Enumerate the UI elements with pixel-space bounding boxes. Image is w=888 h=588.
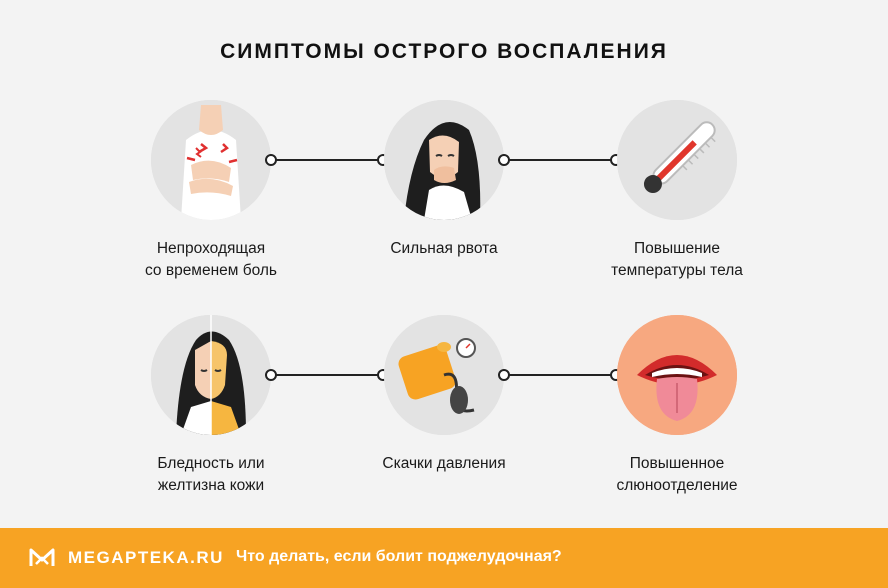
thermometer-icon [617, 100, 737, 220]
abdominal-pain-icon [151, 100, 271, 220]
vomiting-woman-icon [384, 100, 504, 220]
brand-name[interactable]: MEGAPTEKA.RU [68, 548, 224, 567]
connector-1 [265, 154, 389, 166]
megapteka-logo-icon [29, 548, 55, 566]
connector-4 [498, 369, 622, 381]
symptom-label-pressure: Скачки давления [382, 455, 506, 472]
blood-pressure-monitor-icon [384, 315, 504, 435]
article-link[interactable]: Что делать, если болит поджелудочная? [236, 548, 562, 565]
footer-bar: MEGAPTEKA.RU Что делать, если болит подж… [0, 528, 888, 588]
mouth-tongue-icon [617, 315, 737, 435]
symptom-label-vomiting: Сильная рвота [390, 240, 498, 257]
page-title: СИМПТОМЫ ОСТРОГО ВОСПАЛЕНИЯ [220, 40, 668, 63]
connector-2 [498, 154, 622, 166]
connector-3 [265, 369, 389, 381]
pale-yellow-skin-icon [151, 315, 271, 435]
